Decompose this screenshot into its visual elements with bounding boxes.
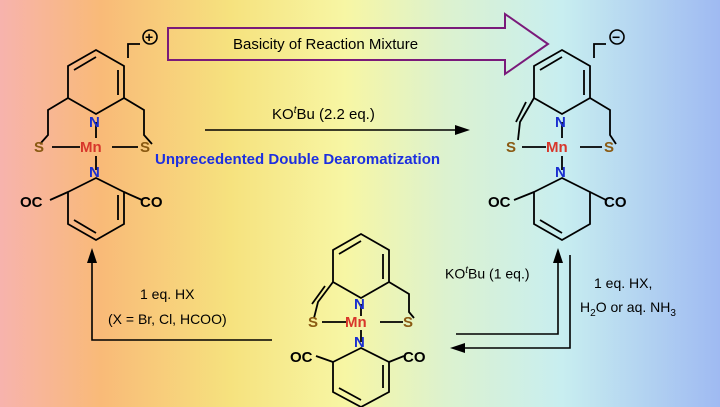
arrow-left-up xyxy=(87,248,272,341)
atom-n-top-left: N xyxy=(89,114,100,131)
complex-neutral-labels: N Mn S S N OC CO xyxy=(290,296,426,366)
left-reagent-line2: (X = Br, Cl, HCOO) xyxy=(108,311,227,327)
atom-s-mid-b: S xyxy=(403,314,413,331)
complex-cation-labels: N Mn S S N OC CO + xyxy=(20,29,163,211)
headline-label: Unprecedented Double Dearomatization xyxy=(155,151,441,168)
atom-n-bottom-left: N xyxy=(89,164,100,181)
atom-n-top-right: N xyxy=(555,114,566,131)
mid-reagent-label: KOtBu (1 eq.) xyxy=(445,265,530,282)
anion-charge-sign: − xyxy=(612,29,620,45)
atom-s-right-b: S xyxy=(604,139,614,156)
atom-oc-mid: OC xyxy=(290,349,313,366)
atom-s-left-b: S xyxy=(140,139,150,156)
complex-cation xyxy=(39,43,153,242)
atom-mn-right: Mn xyxy=(546,139,568,156)
arrow-right-return xyxy=(450,255,571,353)
arrow-top-forward xyxy=(205,125,470,135)
atom-co-left: CO xyxy=(140,194,163,211)
atom-n-bottom-right: N xyxy=(555,164,566,181)
atom-mn-left: Mn xyxy=(80,139,102,156)
cation-charge-sign: + xyxy=(145,29,153,45)
atom-oc-left: OC xyxy=(20,194,43,211)
complex-anion-labels: N Mn S S N OC CO − xyxy=(488,29,627,211)
atom-n-bottom-mid: N xyxy=(354,334,365,351)
cation-charge-icon xyxy=(142,29,158,45)
arrow-middle-up xyxy=(456,248,563,335)
left-reagent-line1: 1 eq. HX xyxy=(140,286,195,302)
atom-n-top-mid: N xyxy=(354,296,365,313)
atom-mn-mid: Mn xyxy=(345,314,367,331)
atom-s-mid-a: S xyxy=(308,314,318,331)
right-reagent-line1: 1 eq. HX, xyxy=(594,275,653,291)
atom-s-left-a: S xyxy=(34,139,44,156)
banner-label: Basicity of Reaction Mixture xyxy=(233,36,419,53)
right-reagent-line2: H2O or aq. NH3 xyxy=(580,299,676,319)
atom-co-right: CO xyxy=(604,194,627,211)
complex-neutral xyxy=(311,232,415,407)
complex-anion xyxy=(513,43,617,242)
atom-s-right-a: S xyxy=(506,139,516,156)
atom-co-mid: CO xyxy=(403,349,426,366)
anion-charge-icon xyxy=(609,29,625,45)
top-reagent-label: KOtBu (2.2 eq.) xyxy=(272,105,375,123)
atom-oc-right: OC xyxy=(488,194,511,211)
